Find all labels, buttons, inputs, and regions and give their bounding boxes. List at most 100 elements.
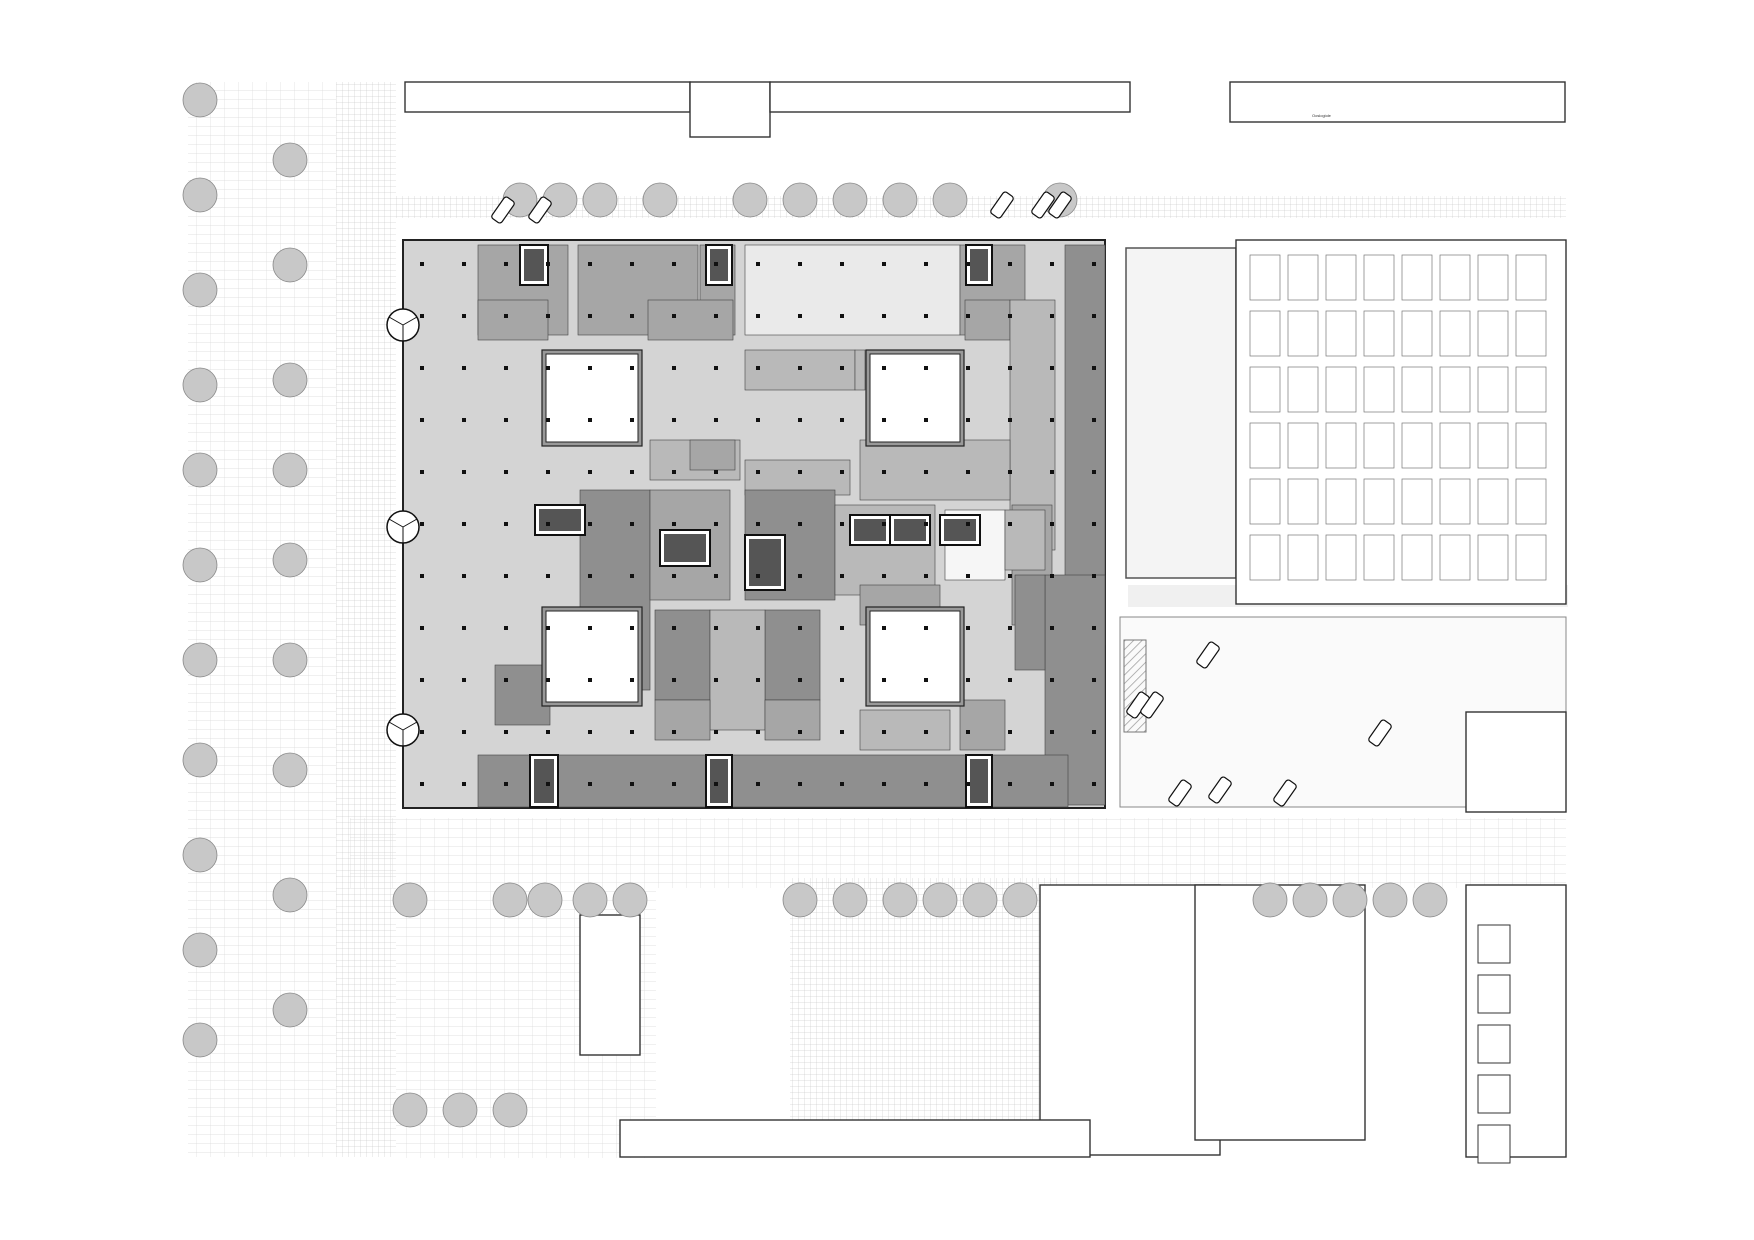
- tree: [882, 882, 918, 918]
- tree: [182, 837, 218, 873]
- lift-car: [894, 519, 926, 541]
- car: [990, 191, 1014, 219]
- lift-car: [970, 249, 988, 281]
- column: [420, 470, 424, 474]
- column: [1050, 522, 1054, 526]
- apartment-unit: [1325, 422, 1357, 469]
- column: [504, 262, 508, 266]
- column: [546, 782, 550, 786]
- apartment-unit: [1439, 422, 1471, 469]
- context-building: [689, 81, 771, 138]
- column: [1092, 678, 1096, 682]
- apartment-unit: [1287, 534, 1319, 581]
- column: [504, 522, 508, 526]
- column: [1008, 262, 1012, 266]
- column: [546, 314, 550, 318]
- tree: [962, 882, 998, 918]
- tree: [1252, 882, 1288, 918]
- tree: [782, 882, 818, 918]
- column: [630, 782, 634, 786]
- column: [462, 522, 466, 526]
- car: [1031, 191, 1055, 219]
- column: [1050, 262, 1054, 266]
- column: [966, 782, 970, 786]
- column: [840, 782, 844, 786]
- tree: [527, 882, 563, 918]
- tree: [272, 877, 308, 913]
- column: [420, 522, 424, 526]
- apartment-unit: [1439, 254, 1471, 301]
- lift-car: [524, 249, 544, 281]
- apartment-unit: [1325, 254, 1357, 301]
- context-building: [769, 81, 1131, 113]
- apartment-unit: [1401, 534, 1433, 581]
- column: [756, 782, 760, 786]
- column: [672, 366, 676, 370]
- column: [798, 470, 802, 474]
- tree: [182, 547, 218, 583]
- tree: [932, 182, 968, 218]
- apartment-unit: [1439, 366, 1471, 413]
- apartment-unit: [1477, 534, 1509, 581]
- outbuilding: [1477, 924, 1511, 964]
- column: [1050, 470, 1054, 474]
- column: [1092, 470, 1096, 474]
- tree: [272, 642, 308, 678]
- column: [420, 314, 424, 318]
- column: [714, 366, 718, 370]
- column: [756, 314, 760, 318]
- column: [966, 418, 970, 422]
- column: [756, 470, 760, 474]
- column: [588, 314, 592, 318]
- column: [798, 626, 802, 630]
- context-building: [1229, 81, 1566, 123]
- tree: [1412, 882, 1448, 918]
- column: [1050, 366, 1054, 370]
- column: [840, 418, 844, 422]
- column: [1050, 730, 1054, 734]
- apartment-unit: [1287, 254, 1319, 301]
- column: [798, 418, 802, 422]
- tree: [272, 542, 308, 578]
- apartment-unit: [1325, 478, 1357, 525]
- column: [420, 730, 424, 734]
- column: [630, 418, 634, 422]
- car: [1273, 779, 1297, 807]
- column: [630, 366, 634, 370]
- cars-layer: [491, 191, 1392, 807]
- column: [924, 626, 928, 630]
- column: [1092, 366, 1096, 370]
- column: [1092, 522, 1096, 526]
- column: [1092, 262, 1096, 266]
- column: [672, 782, 676, 786]
- tree: [392, 882, 428, 918]
- lift-car: [534, 759, 554, 803]
- column: [840, 678, 844, 682]
- apartment-unit: [1287, 366, 1319, 413]
- column: [966, 574, 970, 578]
- room: [1004, 509, 1046, 571]
- column: [546, 522, 550, 526]
- apartment-unit: [1401, 310, 1433, 357]
- column: [546, 574, 550, 578]
- tree: [272, 992, 308, 1028]
- column: [1008, 574, 1012, 578]
- car: [1168, 779, 1192, 807]
- column: [966, 522, 970, 526]
- apartment-unit: [1401, 366, 1433, 413]
- column: [1050, 314, 1054, 318]
- column: [504, 730, 508, 734]
- apartment-unit: [1249, 310, 1281, 357]
- column: [420, 626, 424, 630]
- tree: [832, 182, 868, 218]
- lift-car: [749, 539, 781, 586]
- column: [1092, 574, 1096, 578]
- column: [546, 418, 550, 422]
- column: [504, 470, 508, 474]
- context-building: [1465, 711, 1567, 813]
- column: [672, 730, 676, 734]
- column: [714, 418, 718, 422]
- apartment-unit: [1515, 478, 1547, 525]
- column: [588, 366, 592, 370]
- column: [1008, 470, 1012, 474]
